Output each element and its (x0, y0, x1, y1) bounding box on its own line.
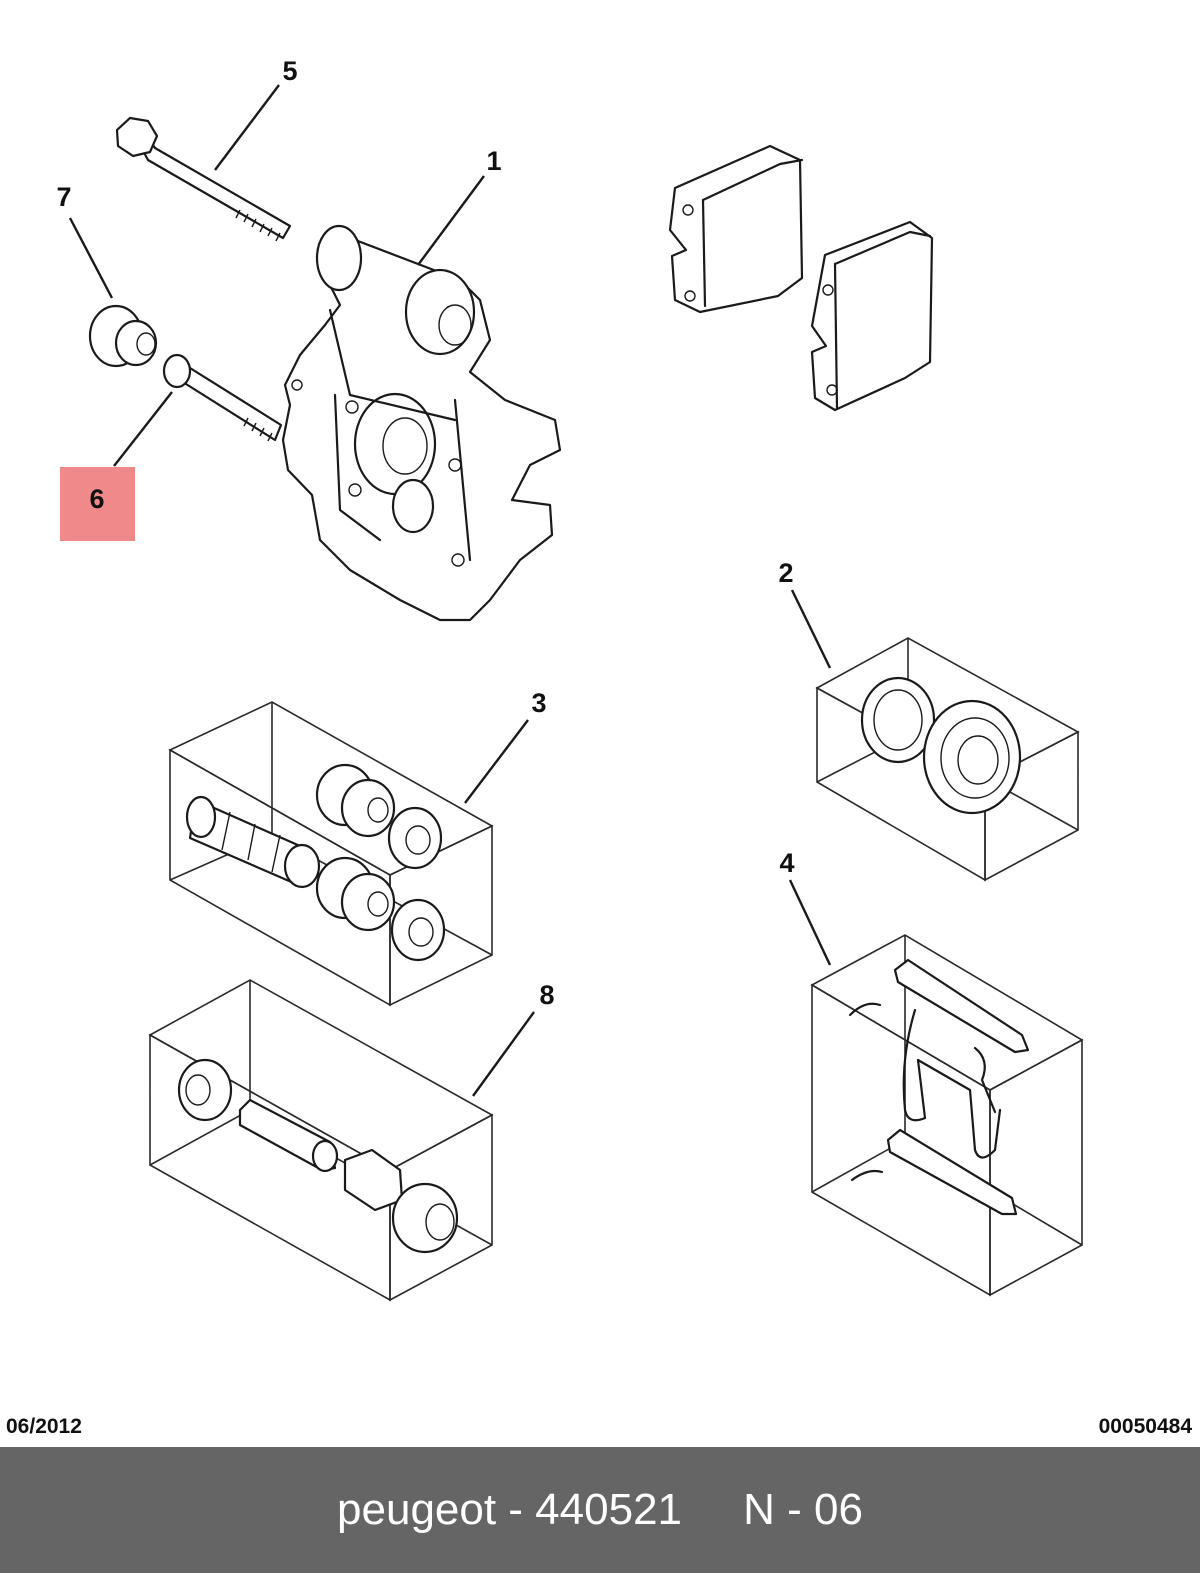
exploded-parts-diagram: 5 1 7 6 2 3 4 8 (56, 56, 1084, 1302)
callout-6-highlight (60, 467, 135, 541)
callout-5: 5 (282, 56, 297, 86)
part-7-guide-bush (88, 304, 158, 368)
callout-3: 3 (531, 688, 546, 718)
kit-2-box (815, 637, 1080, 882)
callout-1: 1 (486, 146, 501, 176)
brake-pads (668, 144, 934, 412)
part-6-guide-pin (162, 353, 283, 442)
footer-text: peugeot - 440521 N - 06 (337, 1485, 863, 1534)
revision-date: 06/2012 (6, 1415, 82, 1438)
part-1-caliper (281, 224, 562, 622)
kit-8-box (148, 979, 494, 1302)
document-number: 00050484 (1098, 1415, 1192, 1438)
kit-4-box (810, 934, 1084, 1297)
callout-2: 2 (778, 558, 793, 588)
part-5-guide-bolt (115, 116, 292, 242)
callout-7: 7 (56, 182, 71, 212)
callout-8: 8 (539, 980, 554, 1010)
callout-6: 6 (89, 484, 104, 514)
leader-lines (68, 84, 832, 1097)
footer-bar: peugeot - 440521 N - 06 (0, 1447, 1200, 1573)
kit-3-box (168, 701, 494, 1007)
callout-4: 4 (779, 848, 794, 878)
